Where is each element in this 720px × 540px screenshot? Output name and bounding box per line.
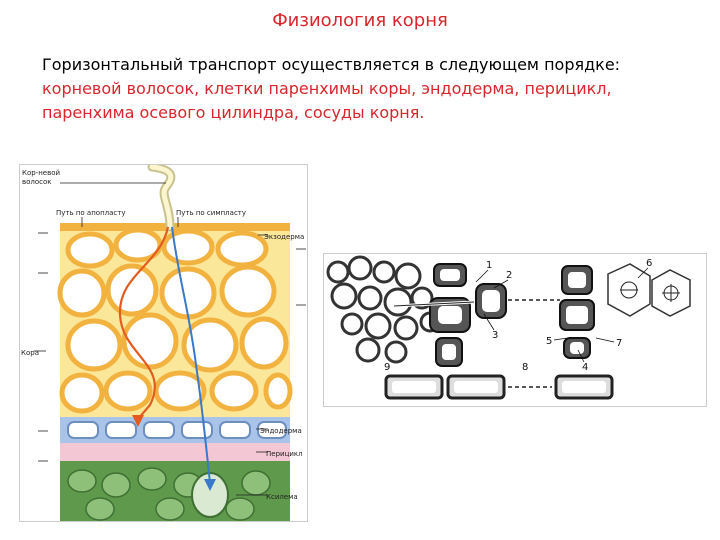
intro-text: Горизонтальный транспорт осуществляется … [42, 53, 702, 125]
side-ticks [38, 232, 306, 462]
label-cortex: Кора [21, 349, 39, 357]
label-apoplast: Путь по апопласту [56, 209, 125, 217]
label-xylem: Ксилема [266, 493, 298, 501]
xylem-vessel [191, 472, 229, 518]
pericycle-layer [60, 443, 290, 461]
label-root-hair-line1: Кор-невой [22, 169, 60, 177]
endoderm-cell-lumens [438, 269, 588, 360]
callout-leader-lines [475, 267, 649, 363]
symplast-path [171, 226, 211, 484]
label-symplast: Путь по симпласту [176, 209, 246, 217]
root-transport-figure: Кор-невой волосок Путь по апопласту Путь… [19, 164, 308, 522]
transport-order-line-2: паренхима осевого цилиндра, сосуды корня… [42, 103, 425, 122]
label-exoderm: Экзодерма [264, 233, 304, 241]
exoderm-layer [60, 223, 290, 231]
callout-8: 8 [522, 362, 528, 373]
label-leader-lines [34, 182, 268, 496]
transport-schematic-figure: 1 2 3 4 5 6 7 8 9 [323, 253, 707, 407]
callout-4: 4 [582, 362, 588, 373]
label-root-hair-line2: волосок [22, 178, 52, 186]
stele-cell-details [620, 281, 680, 302]
callout-3: 3 [492, 330, 498, 341]
transport-schematic: 1 2 3 4 5 6 7 8 9 [326, 255, 691, 400]
label-endoderm: Эндодерма [260, 427, 302, 435]
label-pericycle: Перицикл [266, 450, 303, 458]
callout-6: 6 [646, 258, 652, 269]
callout-1: 1 [486, 260, 492, 271]
symplast-arrowhead [204, 479, 216, 491]
xylem-vessel-lumens [392, 381, 606, 393]
intro-line: Горизонтальный транспорт осуществляется … [42, 55, 621, 74]
endoderm-cells [67, 421, 287, 439]
root-transport-illustration: Кор-невой волосок Путь по апопласту Путь… [21, 165, 306, 521]
apoplast-arrowhead [132, 415, 144, 427]
cortex-cells [57, 227, 293, 414]
slide-title: Физиология корня [272, 10, 448, 31]
callout-5: 5 [546, 336, 552, 347]
callout-7: 7 [616, 338, 622, 349]
parenchyma-cells [326, 255, 441, 364]
stele-cells [67, 467, 271, 521]
transport-order-line-1: корневой волосок, клетки паренхимы коры,… [42, 79, 612, 98]
apoplast-path [118, 226, 170, 420]
callout-2: 2 [506, 270, 512, 281]
callout-9: 9 [384, 362, 390, 373]
